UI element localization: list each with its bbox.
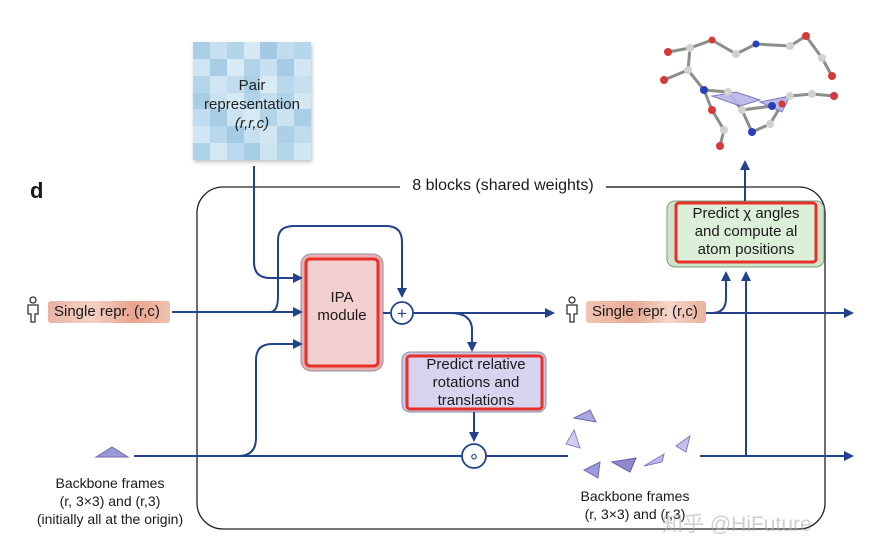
to-rotations-arrow xyxy=(449,312,477,352)
compose-symbol: ∘ xyxy=(468,446,479,466)
chi-label-line3: atom positions xyxy=(697,241,795,258)
single-repr-input: Single repr. (r,c) xyxy=(48,301,170,323)
skip-connection-arrow xyxy=(269,225,407,313)
person-icon xyxy=(566,296,578,323)
protein-structure-icon xyxy=(660,32,838,150)
watermark: 知乎 @HiFuture xyxy=(662,513,812,536)
backbone-input-line3: (initially all at the origin) xyxy=(36,511,184,527)
backbone-to-ipa-arrow xyxy=(237,339,303,457)
backbone-output-line2: (r, 3×3) and (r,3) xyxy=(584,506,686,522)
rotations-label-line2: rotations and xyxy=(432,374,520,391)
backbone-frames-input-caption: Backbone frames (r, 3×3) and (r,3) (init… xyxy=(10,474,210,528)
rotations-label-line3: translations xyxy=(437,392,515,409)
person-icon xyxy=(27,296,39,323)
backbone-input-line2: (r, 3×3) and (r,3) xyxy=(59,493,161,509)
ipa-label-line2: module xyxy=(317,307,367,324)
predict-rotations-box xyxy=(401,351,547,413)
pair-representation-label: Pair representation (r,r,c) xyxy=(193,76,311,133)
ipa-label-line1: IPA xyxy=(330,289,354,306)
backbone-input-line1: Backbone frames xyxy=(55,475,165,491)
plus-symbol: + xyxy=(397,304,407,323)
rotations-label-line1: Predict relative xyxy=(426,356,526,373)
pair-to-ipa-arrow xyxy=(253,166,303,283)
triangle-frame-icon xyxy=(94,446,130,458)
backbone-frames-output-caption: Backbone frames (r, 3×3) and (r,3) xyxy=(545,487,725,523)
blocks-label: 8 blocks (shared weights) xyxy=(400,177,606,195)
pair-heatmap xyxy=(193,42,311,160)
pair-label-line1: Pair xyxy=(238,77,266,94)
scattered-frames-icon xyxy=(565,409,691,479)
predict-chi-label: Predict χ angles and compute al atom pos… xyxy=(672,205,820,259)
pair-label-line2: representation xyxy=(204,96,300,113)
predict-rotations-label: Predict relative rotations and translati… xyxy=(408,356,544,410)
panel-label: d xyxy=(30,178,44,203)
single-to-chi-arrow xyxy=(711,271,731,314)
chi-label-line1: Predict χ angles xyxy=(692,205,800,222)
backbone-output-line1: Backbone frames xyxy=(580,488,690,504)
pair-representation-box: Pair representation (r,r,c) xyxy=(193,42,311,160)
pair-label-line3: (r,r,c) xyxy=(234,115,270,132)
chi-label-line2: and compute al xyxy=(694,223,798,240)
single-repr-output: Single repr. (r,c) xyxy=(586,301,706,323)
ipa-module-label: IPA module xyxy=(310,289,374,325)
